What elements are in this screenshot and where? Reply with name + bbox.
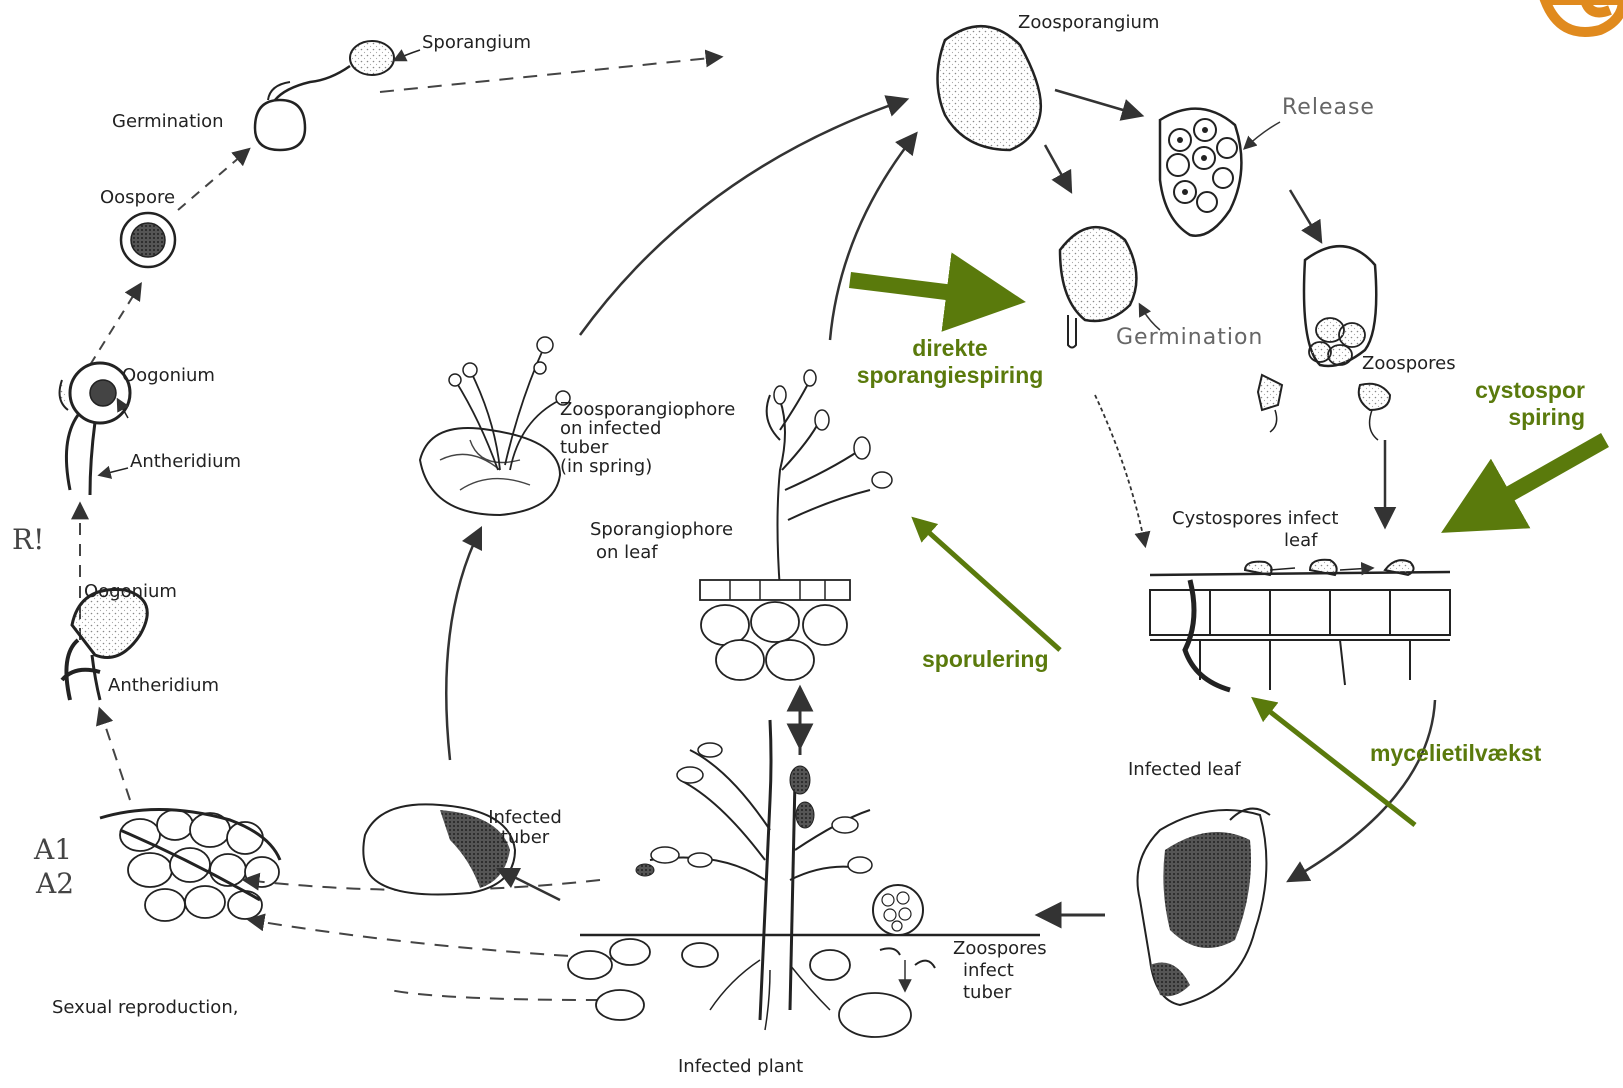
label-zoospores-infect-tuber: Zoospores infect tuber	[953, 938, 1047, 1004]
annotation-sporulering: sporulering	[922, 646, 1049, 673]
sporangium-drawing	[350, 41, 394, 75]
hyphae-cells-drawing	[100, 809, 280, 921]
release-sporangium-drawing	[1160, 109, 1241, 236]
arrow-direkte	[850, 280, 1010, 300]
zoospore-release-drawing	[1258, 246, 1390, 440]
label-oogonium-top: Oogonium	[122, 366, 215, 386]
leaf-section-drawing	[1150, 560, 1450, 690]
label-oogonium-bottom: Oogonium	[84, 582, 177, 602]
arc-to-zoosporangium-1	[580, 100, 905, 335]
label-zoosporangiophore: Zoosporangiophore on infected tuber (in …	[560, 400, 735, 476]
arrow-sporulering	[915, 520, 1060, 650]
annotation-cystospor: cystospor spiring	[1430, 377, 1585, 431]
label-cystospores-infect-leaf: Cystospores infect leaf	[1172, 508, 1338, 552]
label-antheridium-bottom: Antheridium	[108, 676, 219, 696]
label-infected-plant: Infected plant	[678, 1057, 803, 1077]
label-release: Release	[1282, 98, 1375, 118]
label-germination-right: Germination	[1116, 328, 1263, 348]
zoosporangium-drawing	[938, 26, 1041, 150]
logo-fragment	[1545, 0, 1623, 32]
infected-leaf-drawing	[1138, 809, 1271, 1005]
zoosporangiophore-drawing	[420, 337, 570, 515]
arrow-cystospor	[1455, 440, 1605, 525]
dashed-arrow-top	[380, 57, 720, 92]
annotation-direkte: direkte sporangiespiring	[842, 335, 1058, 389]
arc-to-zoosporangium-2	[830, 135, 915, 340]
oogonium-top-drawing	[60, 363, 130, 495]
label-r-mark: R!	[12, 530, 44, 550]
label-a2: A2	[36, 874, 74, 894]
germinating-oospore	[255, 100, 305, 150]
label-oospore: Oospore	[100, 188, 175, 208]
label-sporangiophore: Sporangiophore on leaf	[590, 518, 733, 564]
label-antheridium-top: Antheridium	[130, 452, 241, 472]
label-zoospores: Zoospores	[1362, 354, 1456, 374]
label-sexual-reproduction: Sexual reproduction,	[52, 998, 238, 1018]
label-infected-leaf: Infected leaf	[1128, 760, 1241, 780]
label-germination-left: Germination	[112, 112, 224, 132]
label-sporangium: Sporangium	[422, 33, 531, 53]
annotation-mycelietilvaekst: mycelietilvækst	[1370, 740, 1541, 767]
label-a1: A1	[34, 840, 72, 860]
label-zoosporangium: Zoosporangium	[1018, 13, 1159, 33]
